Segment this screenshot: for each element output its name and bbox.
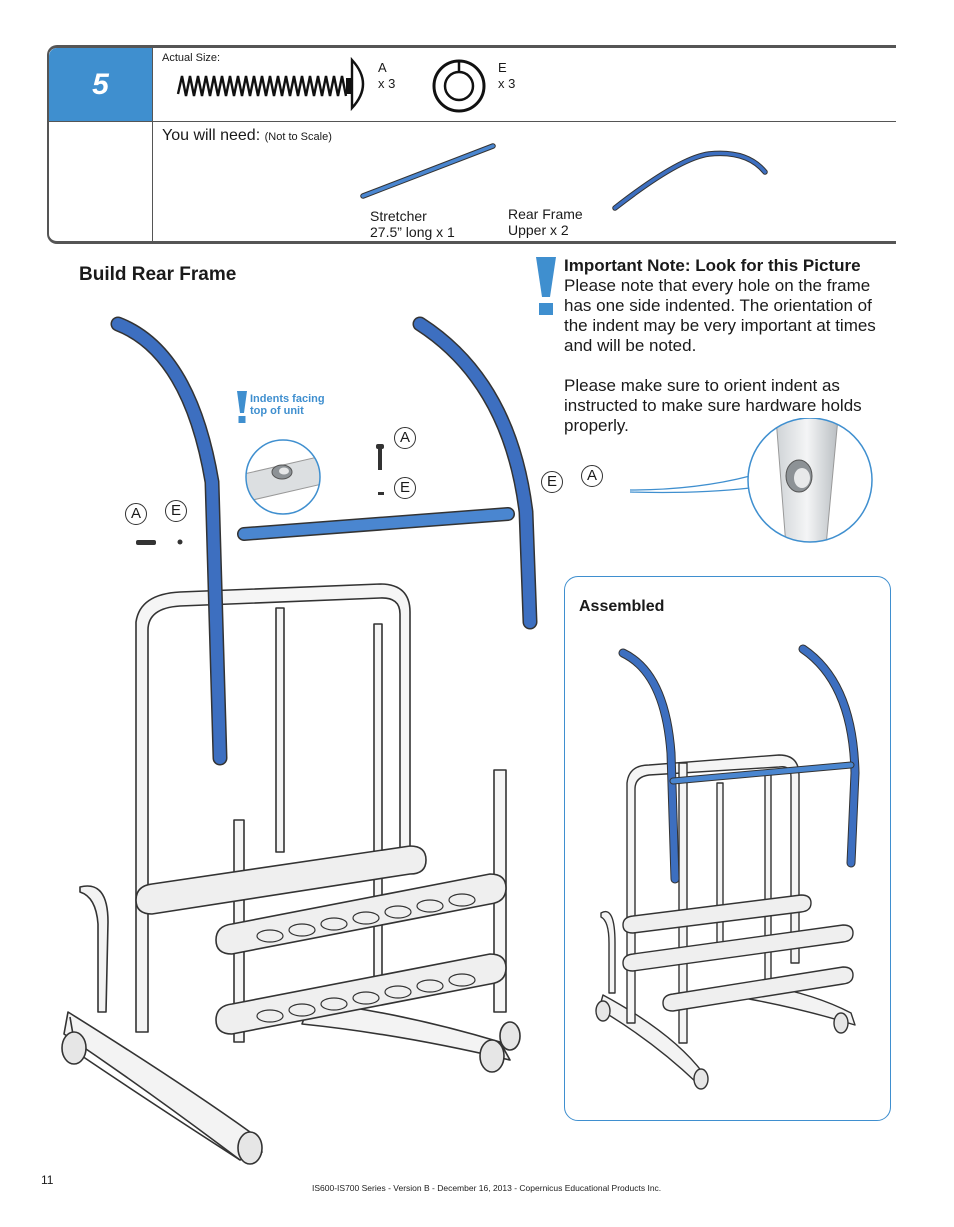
indent-detail-bubble [629, 418, 873, 543]
note-paragraph-2: Please make sure to orient indent as ins… [564, 376, 862, 435]
note-paragraph-1: Please note that every hole on the frame… [564, 276, 876, 355]
actual-size-label: Actual Size: [162, 52, 221, 64]
label-a-right: A [581, 465, 603, 487]
label-e-middle: E [394, 477, 416, 499]
assembled-diagram [595, 644, 860, 1090]
you-will-need-label: You will need: (Not to Scale) [162, 127, 332, 144]
exploded-diagram [61, 316, 538, 1165]
rear-frame-upper-part-icon [612, 150, 768, 211]
exclamation-icon [536, 257, 556, 315]
hardware-a-label: A x 3 [378, 60, 396, 91]
hardware-e-label: E x 3 [498, 60, 516, 91]
note-heading: Important Note: Look for this Picture [564, 256, 861, 275]
label-a-middle: A [394, 427, 416, 449]
exclamation-icon [237, 391, 247, 423]
rear-frame-label: Rear Frame Upper x 2 [508, 206, 583, 238]
assembled-panel: Assembled [564, 576, 891, 1121]
label-a-left: A [125, 503, 147, 525]
indent-callout-text: Indents facing top of unit [250, 393, 325, 417]
stretcher-part-icon [360, 143, 496, 199]
washer-icon [432, 59, 486, 113]
assembled-label: Assembled [579, 598, 665, 615]
table-divider [152, 48, 153, 244]
step-number: 5 [49, 48, 152, 121]
page-number: 11 [41, 1173, 54, 1187]
important-note: Important Note: Look for this Picture Pl… [564, 256, 894, 436]
indent-detail-small [245, 439, 321, 515]
section-title: Build Rear Frame [79, 264, 237, 285]
bolt-icon [176, 56, 365, 112]
label-e-right: E [541, 471, 563, 493]
footer-text: IS600-IS700 Series - Version B - Decembe… [312, 1183, 662, 1193]
parts-table: 5 Actual Size: A x 3 E x 3 You will need… [47, 45, 896, 244]
stretcher-label: Stretcher 27.5” long x 1 [370, 208, 455, 240]
table-divider [49, 121, 896, 122]
label-e-left: E [165, 500, 187, 522]
